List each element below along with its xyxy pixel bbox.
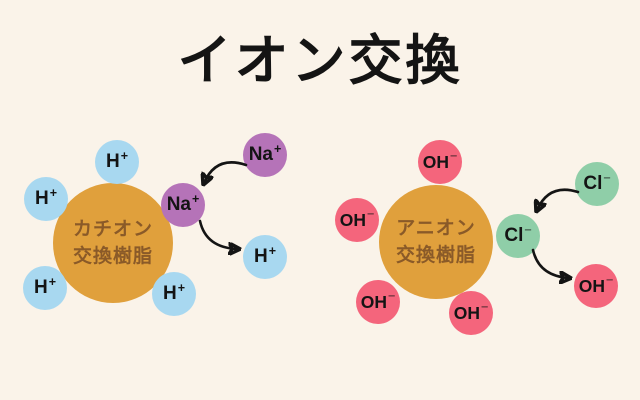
ion-charge: − <box>605 273 614 287</box>
ion-charge: − <box>449 149 458 163</box>
ion-charge: − <box>387 289 396 303</box>
ion-charge: − <box>366 207 375 221</box>
ion-label: H <box>162 283 177 304</box>
ion-label: OH <box>453 302 480 323</box>
ion-label: OH <box>578 275 605 296</box>
h-ion-circle: H+ <box>23 266 67 310</box>
oh-ion-released-circle: OH− <box>574 264 618 308</box>
na-ion-attached-circle: Na+ <box>161 183 205 227</box>
ion-charge: + <box>273 142 282 156</box>
ion-charge: + <box>49 186 58 200</box>
cl-ion-incoming-circle: Cl− <box>575 162 619 206</box>
ion-label: Na <box>248 144 273 165</box>
ion-label: OH <box>422 151 449 172</box>
ion-charge: + <box>191 192 200 206</box>
oh-ion-circle: OH− <box>356 280 400 324</box>
h-ion-circle: H+ <box>24 177 68 221</box>
ion-label: Cl <box>583 173 603 194</box>
oh-ion-circle: OH− <box>335 198 379 242</box>
ion-charge: − <box>603 171 611 185</box>
ion-label: H <box>34 188 49 209</box>
oh-ion-circle: OH− <box>449 291 493 335</box>
oh-ion-circle: OH− <box>418 140 462 184</box>
page-title: イオン交換 <box>177 31 463 91</box>
resin-label-line2: 交換樹脂 <box>72 246 153 267</box>
ion-charge: + <box>268 244 277 258</box>
resin-label-line1: アニオン <box>396 218 476 239</box>
resin-label-line1: カチオン <box>72 219 153 240</box>
na-ion-incoming-circle: Na+ <box>243 133 287 177</box>
resin-label-line2: 交換樹脂 <box>395 245 476 266</box>
ion-label: H <box>105 151 120 172</box>
ion-charge: − <box>480 300 489 314</box>
ion-label: Na <box>166 194 191 215</box>
ion-label: Cl <box>504 225 524 246</box>
ion-charge: + <box>177 281 186 295</box>
anion-resin-circle: アニオン 交換樹脂 <box>379 185 493 299</box>
cation-resin-circle: カチオン 交換樹脂 <box>53 183 173 303</box>
h-ion-circle: H+ <box>95 140 139 184</box>
ion-label: H <box>253 246 268 267</box>
ion-label: H <box>33 277 48 298</box>
cl-ion-attached-circle: Cl− <box>496 214 540 258</box>
ion-charge: − <box>524 223 532 237</box>
ion-charge: + <box>120 149 129 163</box>
ion-charge: + <box>48 275 57 289</box>
ion-label: OH <box>360 291 387 312</box>
h-ion-released-circle: H+ <box>243 235 287 279</box>
h-ion-circle: H+ <box>152 272 196 316</box>
ion-label: OH <box>339 209 366 230</box>
